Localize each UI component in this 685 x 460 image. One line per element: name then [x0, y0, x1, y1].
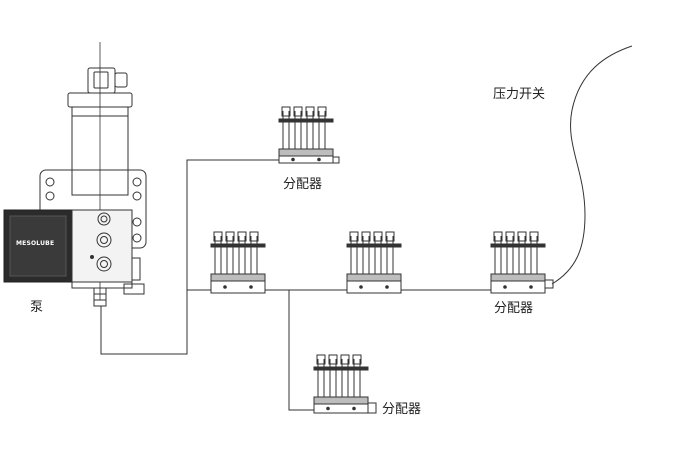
pump-icon — [3, 42, 147, 307]
pressure-switch-cable — [551, 45, 633, 285]
connector-plug-icon — [87, 67, 128, 94]
distributor-icon — [278, 106, 340, 164]
distributor-icon — [313, 354, 377, 414]
distributor-label-4: 分配器 — [494, 301, 534, 316]
pipe-branch-dist5 — [288, 290, 316, 411]
pipe-pump-outlet — [100, 159, 280, 355]
pump-brand-label: MESOLUBE — [16, 240, 55, 247]
piping — [100, 45, 633, 411]
distributor-icon — [490, 231, 554, 294]
distributor-label-5: 分配器 — [382, 402, 422, 417]
distributor-icon — [210, 231, 266, 294]
pump-label: 泵 — [30, 300, 44, 315]
pressure-switch-label: 压力开关 — [493, 87, 546, 102]
distributor-label-1: 分配器 — [283, 177, 323, 192]
distributor-icon — [346, 231, 402, 294]
pressure-switch-icon — [544, 279, 554, 289]
